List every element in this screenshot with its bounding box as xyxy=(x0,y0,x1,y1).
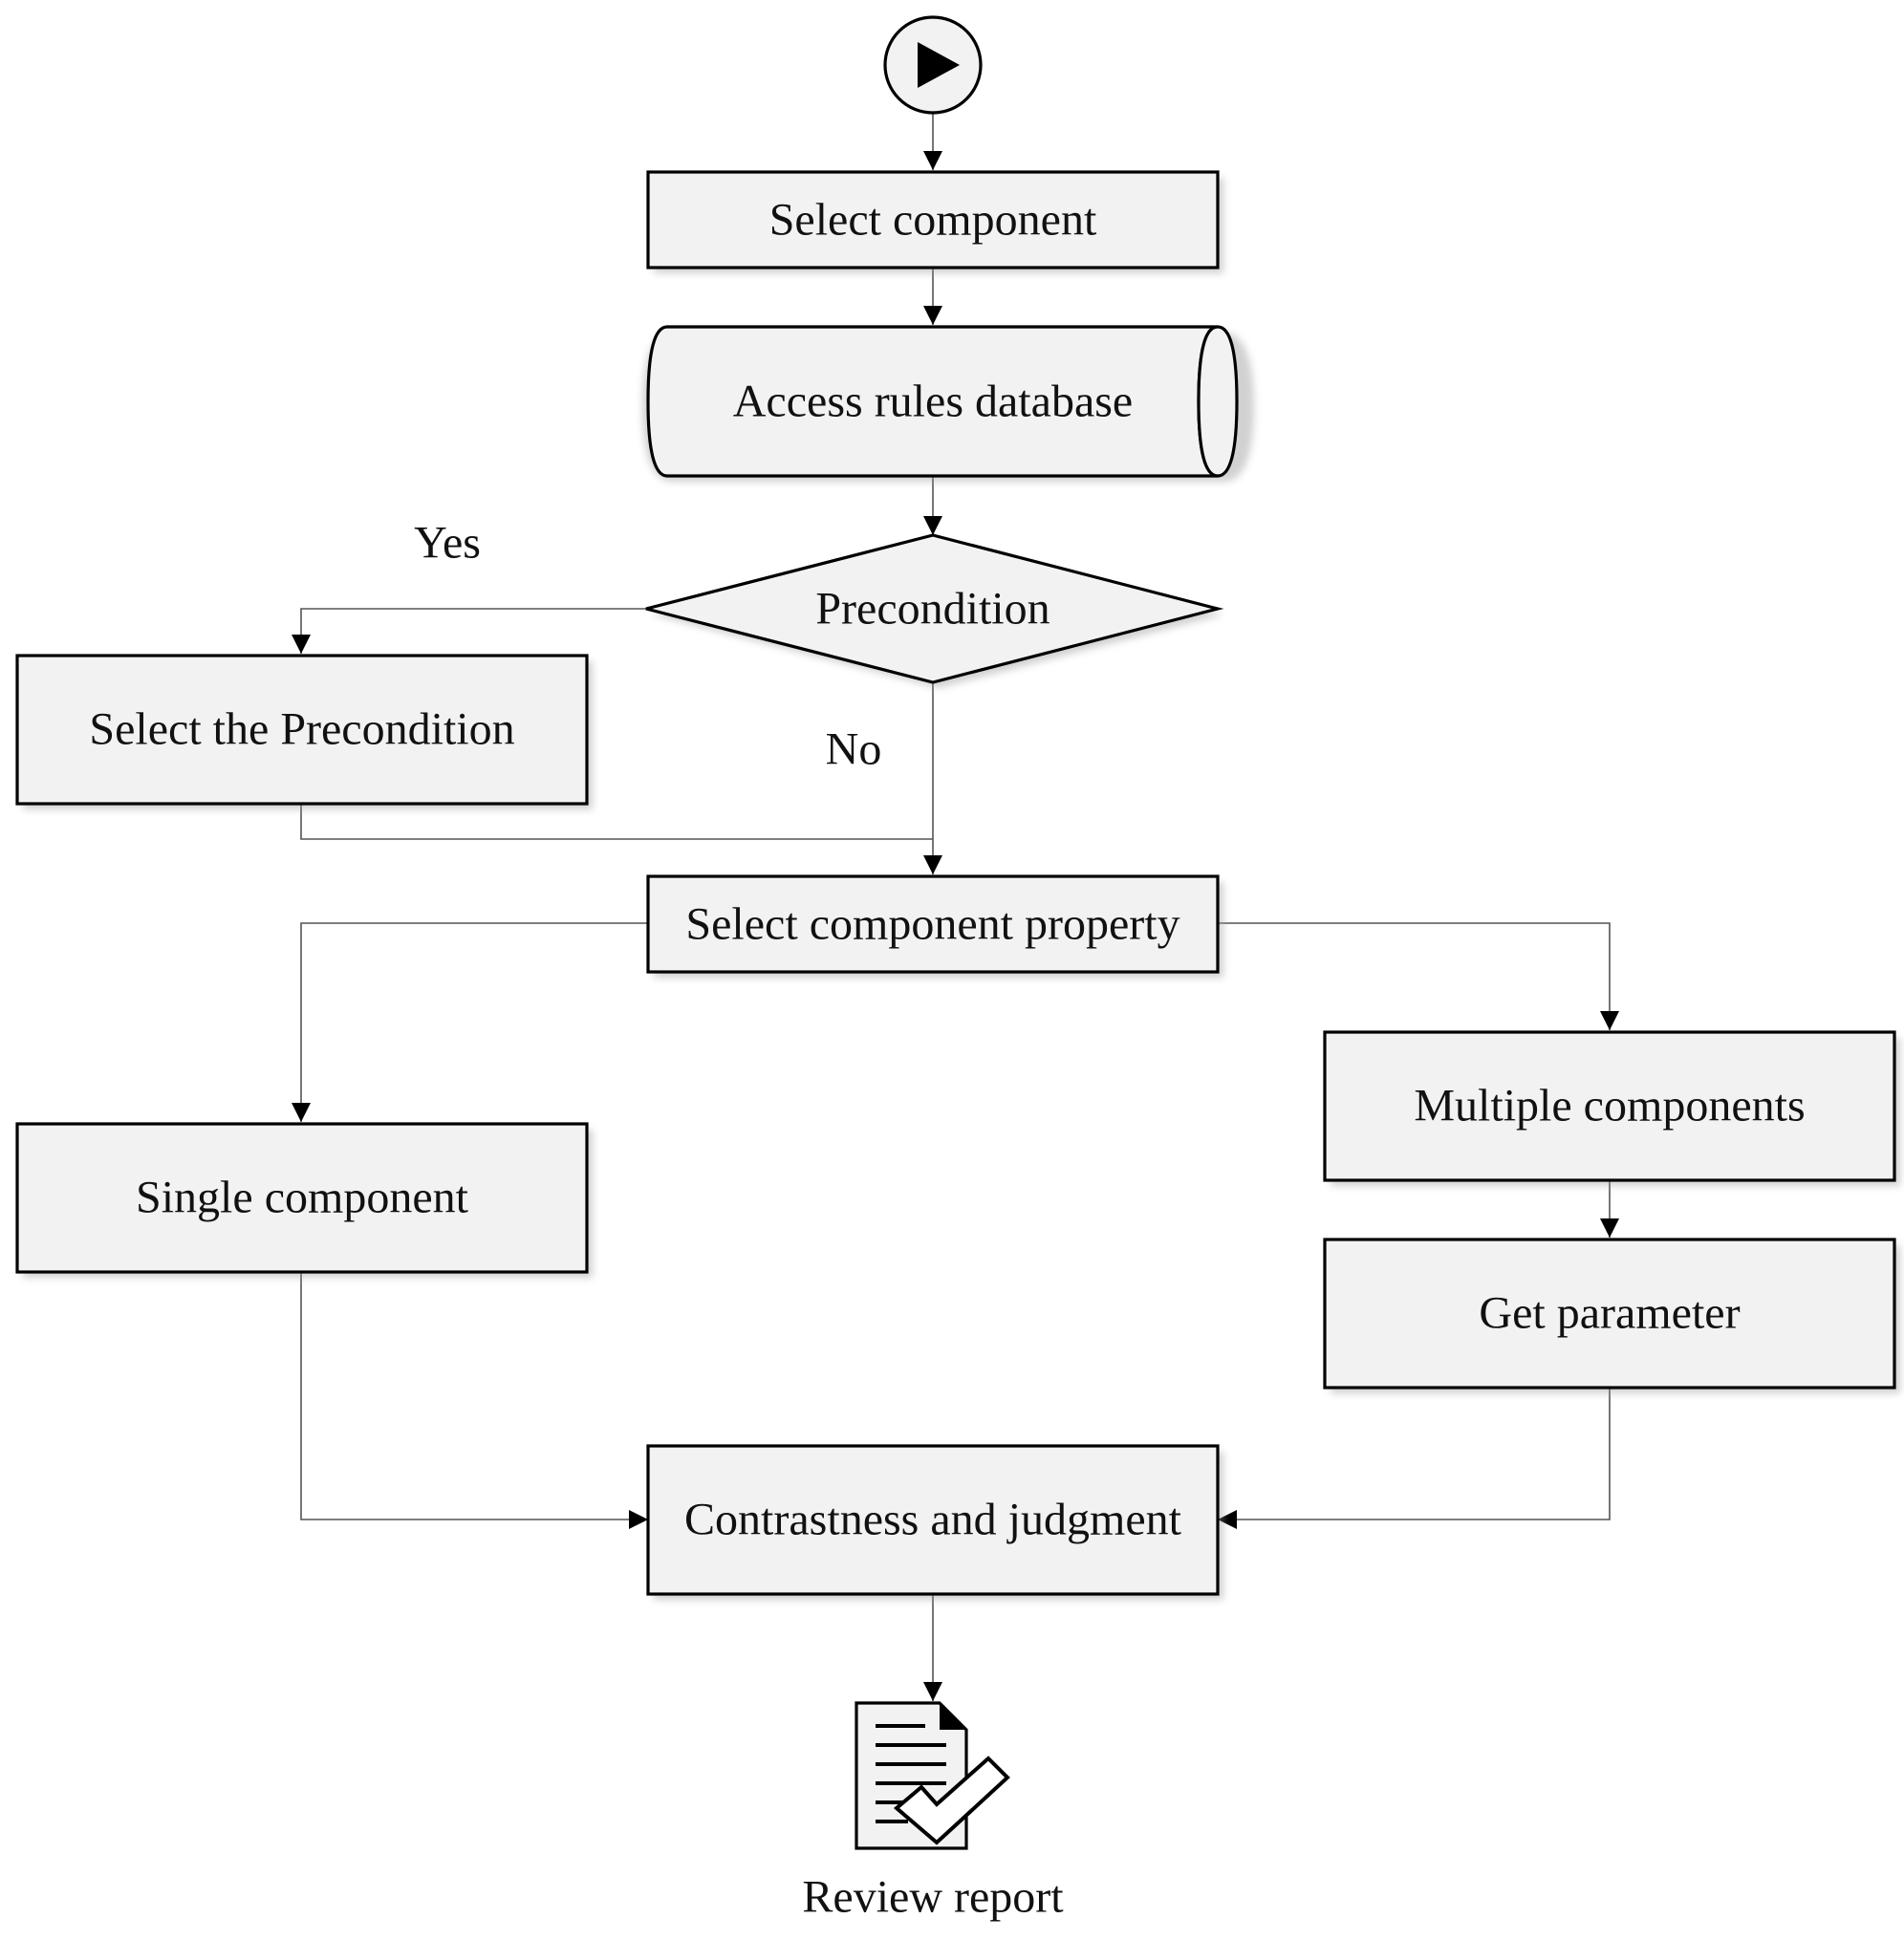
node-select-component-label: Select component xyxy=(769,195,1097,246)
node-single-component-label: Single component xyxy=(136,1173,469,1223)
node-precondition-label: Precondition xyxy=(815,584,1049,635)
node-select-the-precondition: Select the Precondition xyxy=(15,654,593,809)
node-access-rules-database-label: Access rules database xyxy=(733,377,1133,427)
edge-property-to-single xyxy=(292,922,648,1122)
edge-label-no: No xyxy=(826,724,882,775)
connectors xyxy=(292,113,1619,1701)
edge-label-yes: Yes xyxy=(414,518,481,569)
node-select-component: Select component xyxy=(646,170,1223,273)
node-review-report-label: Review report xyxy=(802,1872,1064,1923)
node-precondition-decision: Precondition xyxy=(645,533,1224,688)
edge-single-to-contrast xyxy=(300,1272,648,1529)
document-checkmark-icon xyxy=(855,1701,1010,1850)
edge-property-to-multiple xyxy=(1218,922,1619,1030)
node-get-parameter: Get parameter xyxy=(1323,1238,1900,1393)
node-select-the-precondition-label: Select the Precondition xyxy=(89,704,514,755)
start-node xyxy=(883,15,983,115)
node-contrastness-and-judgment: Contrastness and judgment xyxy=(646,1444,1223,1600)
node-review-report: Review report xyxy=(802,1701,1064,1923)
node-select-component-property: Select component property xyxy=(646,874,1223,978)
edge-precondition-yes xyxy=(292,608,646,654)
node-select-component-property-label: Select component property xyxy=(685,899,1179,950)
edge-precondition-box-merge xyxy=(300,804,933,840)
node-multiple-components-label: Multiple components xyxy=(1414,1081,1805,1132)
play-button-icon xyxy=(918,42,960,88)
node-contrastness-and-judgment-label: Contrastness and judgment xyxy=(684,1495,1182,1545)
node-access-rules-database: Access rules database xyxy=(642,325,1254,482)
node-single-component: Single component xyxy=(15,1122,593,1278)
node-get-parameter-label: Get parameter xyxy=(1479,1288,1740,1339)
node-multiple-components: Multiple components xyxy=(1323,1030,1900,1186)
edge-parameter-to-contrast xyxy=(1218,1387,1611,1529)
